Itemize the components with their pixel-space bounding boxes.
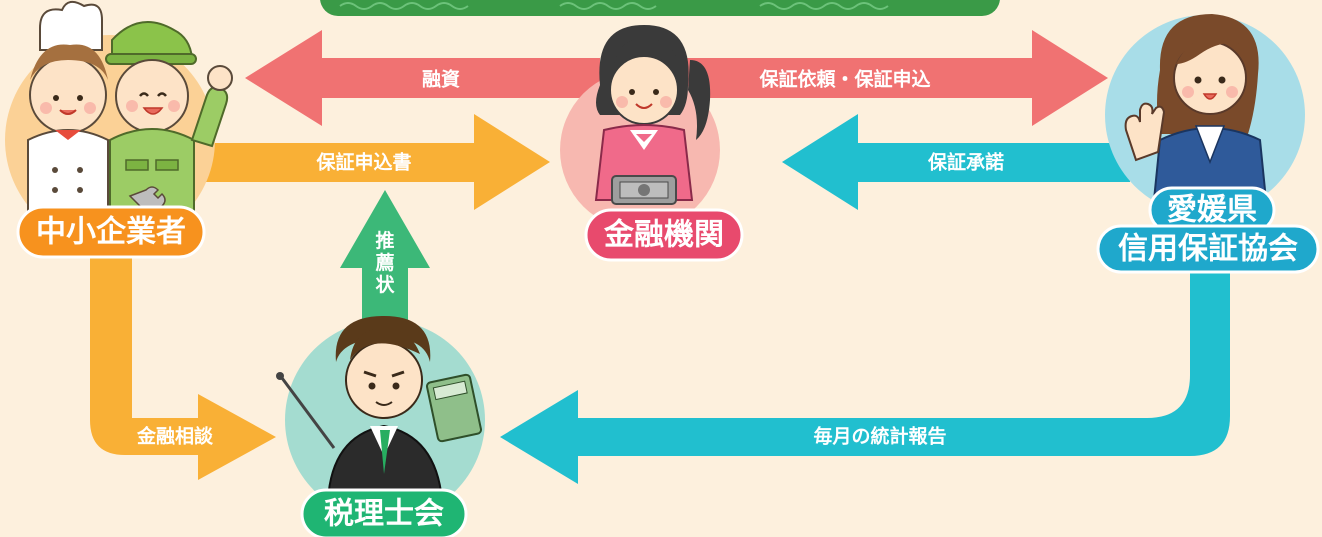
cgc-name-line2: 信用保証協会 <box>1118 232 1298 267</box>
office-worker-icon <box>1124 14 1268 201</box>
cgc-name-line1: 愛媛県 <box>1167 193 1257 228</box>
chef-and-worker-icon <box>27 0 233 229</box>
recommendation-label-char-1: 推 <box>375 229 394 252</box>
recommendation-label-char-3: 状 <box>375 273 395 296</box>
sme-node: 中小企業者 <box>5 0 233 259</box>
loan-arrow <box>245 30 600 126</box>
monthly-report-arrow <box>500 260 1230 484</box>
application-form-arrow <box>180 114 550 210</box>
bank-teller-icon <box>594 25 711 205</box>
cgc-badge: 愛媛県 信用保証協会 <box>1096 186 1320 274</box>
cgc-node: 愛媛県 信用保証協会 <box>1096 14 1320 274</box>
recommendation-arrow <box>340 190 430 340</box>
application-form-label: 保証申込書 <box>315 151 411 174</box>
top-banner-pattern <box>339 2 889 10</box>
tax-badge: 税理士会 <box>300 488 468 537</box>
loan-label: 融資 <box>422 68 460 91</box>
bank-badge: 金融機関 <box>584 208 744 262</box>
guarantee-request-label: 保証依頼・保証申込 <box>758 68 930 91</box>
sme-badge: 中小企業者 <box>16 205 206 259</box>
financial-consultation-arrow <box>90 250 276 480</box>
financial-consultation-label: 金融相談 <box>136 425 214 448</box>
tax-node: 税理士会 <box>276 316 485 537</box>
bank-name: 金融機関 <box>603 218 724 253</box>
tax-name: 税理士会 <box>324 497 444 532</box>
sme-name: 中小企業者 <box>36 215 186 250</box>
guarantee-approval-arrow <box>782 114 1130 210</box>
guarantee-approval-label: 保証承諾 <box>927 151 1004 174</box>
monthly-report-label: 毎月の統計報告 <box>813 425 946 448</box>
tax-accountant-icon <box>276 316 483 501</box>
recommendation-label-char-2: 薦 <box>375 252 394 274</box>
bank-node: 金融機関 <box>560 25 744 262</box>
guarantee-request-arrow <box>680 30 1108 126</box>
